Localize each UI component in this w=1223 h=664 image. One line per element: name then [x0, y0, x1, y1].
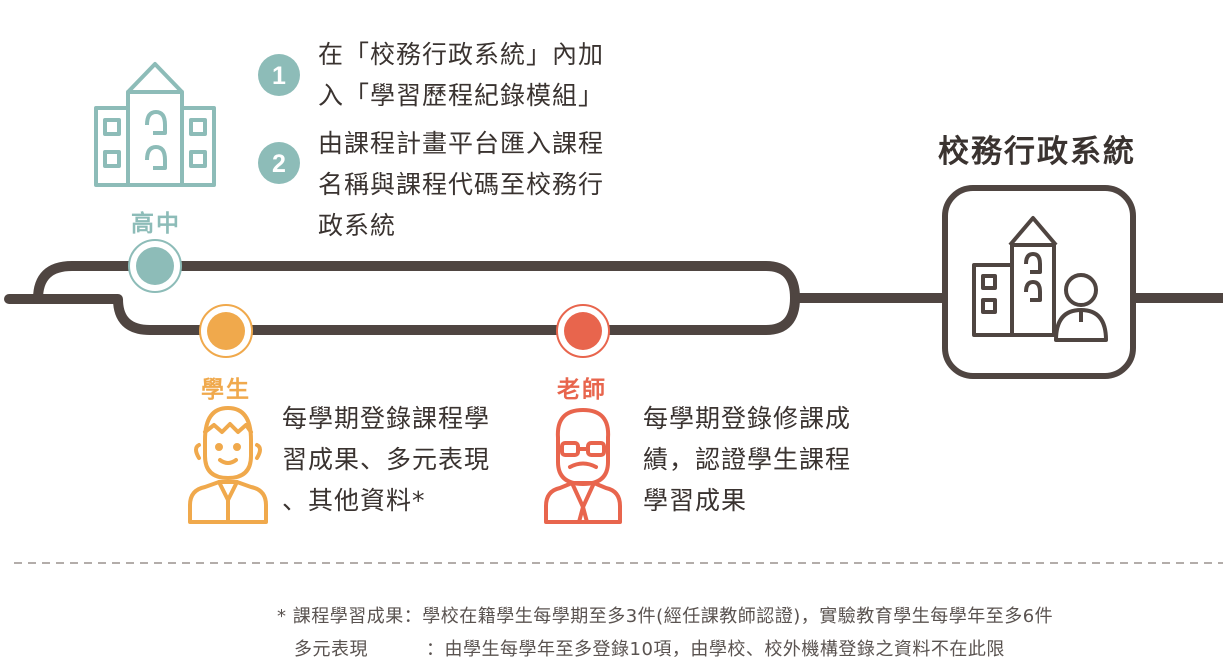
school-user-icon [972, 216, 1108, 342]
track-loop [4, 261, 1223, 335]
step-2-text: 由課程計畫平台匯入課程 名稱與課程代碼至校務行 政系統 [318, 123, 604, 246]
step-1-badge: 1 [258, 54, 300, 96]
step-2-number: 2 [272, 150, 286, 178]
note-1-term: 課程學習成果 [292, 606, 404, 627]
step-1-text: 在「校務行政系統」內加 入「學習歷程紀錄模組」 [318, 34, 604, 116]
teacher-description-line: 每學期登錄修課成 [643, 404, 852, 433]
step-2-line: 名稱與課程代碼至校務行 [318, 170, 605, 199]
step-1-line: 入「學習歷程紀錄模組」 [318, 81, 605, 110]
teacher-description-line: 學習成果 [643, 486, 748, 515]
school-label: 高中 [131, 211, 181, 237]
student-label: 學生 [201, 377, 251, 403]
teacher-avatar-icon [544, 408, 622, 524]
note-2: 多元表現 ：由學生每學年至多登錄10項，由學校、校外機構登錄之資料不在此限 [294, 635, 1005, 661]
step-1-line: 在「校務行政系統」內加 [318, 40, 605, 69]
student-description-line: 習成果、多元表現 [282, 445, 491, 474]
student-avatar-icon [188, 406, 268, 524]
teacher-node [556, 304, 610, 358]
note-2-term: 多元表現 [294, 639, 368, 660]
system-title: 校務行政系統 [938, 134, 1136, 170]
step-2-badge: 2 [258, 142, 300, 184]
teacher-label: 老師 [557, 377, 607, 403]
school-node [128, 239, 182, 293]
student-description-line: 每學期登錄課程學 [282, 404, 491, 433]
note-1-text: ：學校在籍學生每學期至多3件(經任課教師認證)，實驗教育學生每學年至多6件 [403, 606, 1054, 627]
step-2-line: 由課程計畫平台匯入課程 [318, 129, 605, 158]
step-2-line: 政系統 [318, 211, 397, 240]
school-building-icon [94, 62, 216, 187]
student-node [199, 304, 253, 358]
teacher-description: 每學期登錄修課成 績，認證學生課程 學習成果 [643, 398, 851, 521]
note-2-text: ：由學生每學年至多登錄10項，由學校、校外機構登錄之資料不在此限 [426, 639, 1005, 660]
teacher-description-line: 績，認證學生課程 [643, 445, 852, 474]
note-1-prefix: * [277, 606, 287, 627]
student-description: 每學期登錄課程學 習成果、多元表現 、其他資料* [282, 398, 490, 521]
student-description-line: 、其他資料* [282, 486, 426, 515]
step-1-number: 1 [272, 62, 286, 90]
note-1: * 課程學習成果：學校在籍學生每學期至多3件(經任課教師認證)，實驗教育學生每學… [277, 602, 1053, 628]
